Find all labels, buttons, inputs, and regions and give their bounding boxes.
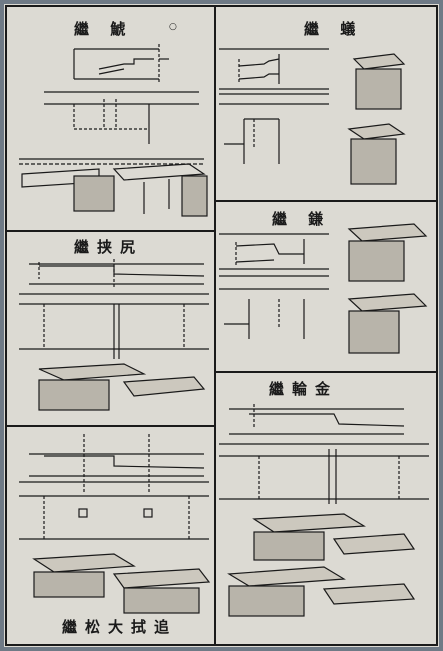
title-bottom-left: 繼松大拭追	[62, 618, 178, 636]
title-mid-right: 繼 鎌	[272, 210, 332, 228]
lower-right-drawing	[219, 404, 429, 617]
small-circle-mark: ○	[169, 22, 177, 32]
top-left-drawing	[19, 44, 208, 217]
mid-left-drawing	[19, 259, 209, 411]
drawing-sheet: 繼 鯱 ○ 繼 蟻 繼 鎌 繼挟尻 繼輪金 繼松大拭追	[4, 4, 439, 647]
outer-frame	[5, 5, 438, 646]
bottom-left-drawing	[19, 434, 211, 614]
joinery-drawings	[5, 5, 438, 646]
title-lower-right: 繼輪金	[269, 380, 339, 398]
mid-right-drawing	[219, 223, 428, 354]
title-mid-left: 繼挟尻	[74, 238, 144, 256]
title-top-left: 繼 鯱	[74, 20, 134, 38]
title-top-right: 繼 蟻	[304, 20, 364, 38]
top-right-drawing	[219, 48, 406, 185]
